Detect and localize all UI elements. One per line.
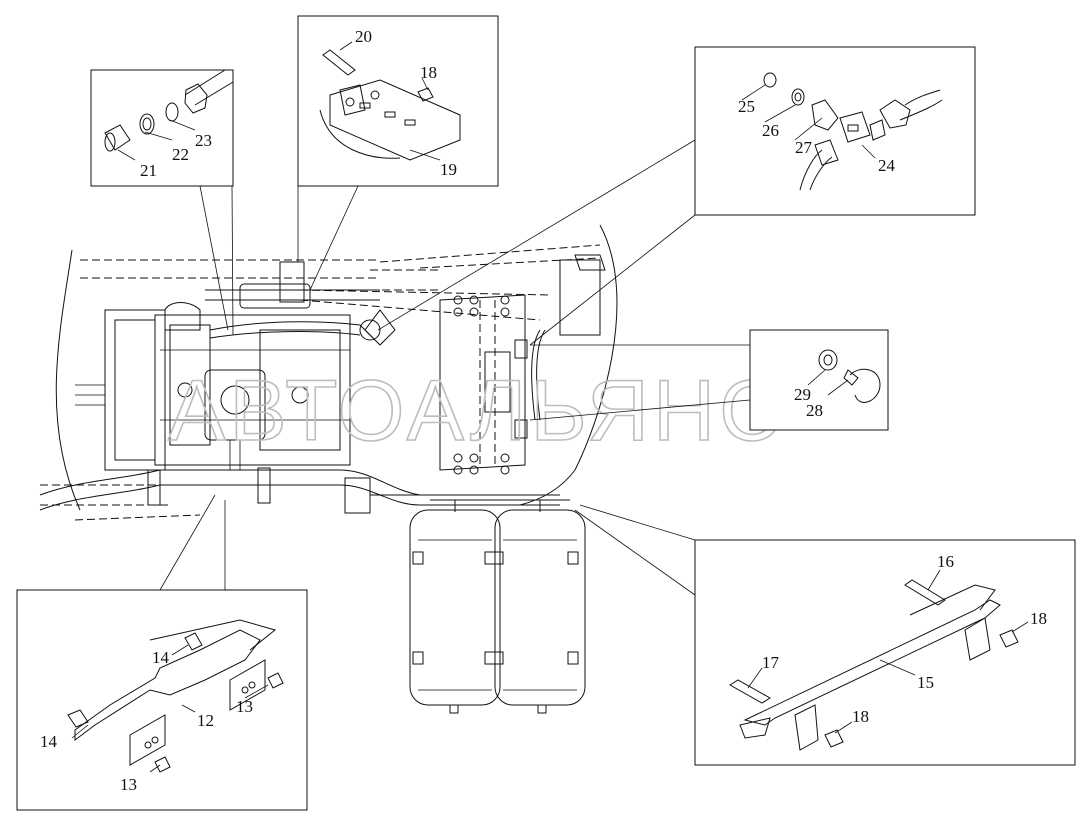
callout-25: 25 [738, 97, 755, 116]
callout-12: 12 [197, 711, 214, 730]
detail-bracket-12-14: 14 12 13 14 13 [16, 589, 308, 811]
callout-21: 21 [140, 161, 157, 180]
detail-bracket-15-18: 16 18 17 15 18 [694, 539, 1076, 766]
detail-fittings-21-23: 21 22 23 [90, 69, 234, 187]
detail-clip-28-29: 29 28 [749, 329, 889, 431]
callout-28: 28 [806, 401, 823, 420]
callout-29: 29 [794, 385, 811, 404]
callout-17: 17 [762, 653, 780, 672]
main-assembly [39, 224, 618, 714]
callout-23: 23 [195, 131, 212, 150]
callout-14-lower: 14 [40, 732, 58, 751]
callout-18-top: 18 [420, 63, 437, 82]
detail-fittings-24-27: 25 26 27 24 [694, 46, 976, 216]
leader-lines [159, 139, 751, 596]
watermark-text: АВТОАЛЬЯНС [168, 363, 785, 459]
detail-bracket-18-20: 20 18 19 [297, 15, 499, 187]
callout-16: 16 [937, 552, 954, 571]
callout-26: 26 [762, 121, 779, 140]
callout-24: 24 [878, 156, 896, 175]
callout-15: 15 [917, 673, 934, 692]
callout-18-right: 18 [1030, 609, 1047, 628]
callout-20: 20 [355, 27, 372, 46]
callout-13-right: 13 [236, 697, 253, 716]
callout-13-lower: 13 [120, 775, 137, 794]
callout-27: 27 [795, 138, 813, 157]
callout-14-upper: 14 [152, 648, 170, 667]
callout-18-bottom: 18 [852, 707, 869, 726]
callout-22: 22 [172, 145, 189, 164]
callout-19: 19 [440, 160, 457, 179]
